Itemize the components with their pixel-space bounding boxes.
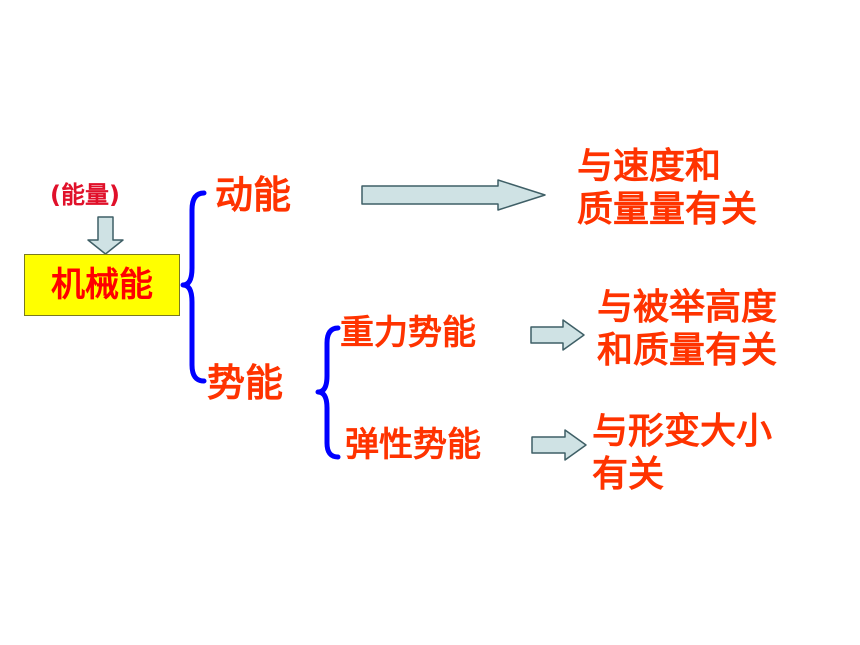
kinetic-description-line: 质量量有关 [577,189,758,231]
energy-to-root-arrow [87,216,124,255]
root-box: 机械能 [24,254,180,316]
elastic-label: 弹性势能 [345,425,481,465]
elastic-description-line: 与形变大小 [592,411,773,452]
elastic-description: 与形变大小 有关 [592,410,772,496]
gravitational-label: 重力势能 [340,313,476,353]
potential-brace [315,325,341,460]
kinetic-arrow [361,179,546,211]
gravitational-description: 与被举高度 和质量有关 [597,286,777,372]
gravitational-description-line: 和质量有关 [597,330,778,372]
gravitational-description-line: 与被举高度 [597,287,778,328]
root-brace [180,190,207,384]
elastic-description-line: 有关 [592,454,665,496]
kinetic-description: 与速度和 质量量有关 [577,145,757,231]
gravity-arrow [530,319,585,351]
potential-label: 势能 [207,361,284,405]
root-label: 机械能 [51,265,153,305]
energy-note: (能量) [50,181,120,209]
kinetic-label: 动能 [215,173,292,217]
kinetic-description-line: 与速度和 [577,146,722,187]
elastic-arrow [531,429,587,461]
